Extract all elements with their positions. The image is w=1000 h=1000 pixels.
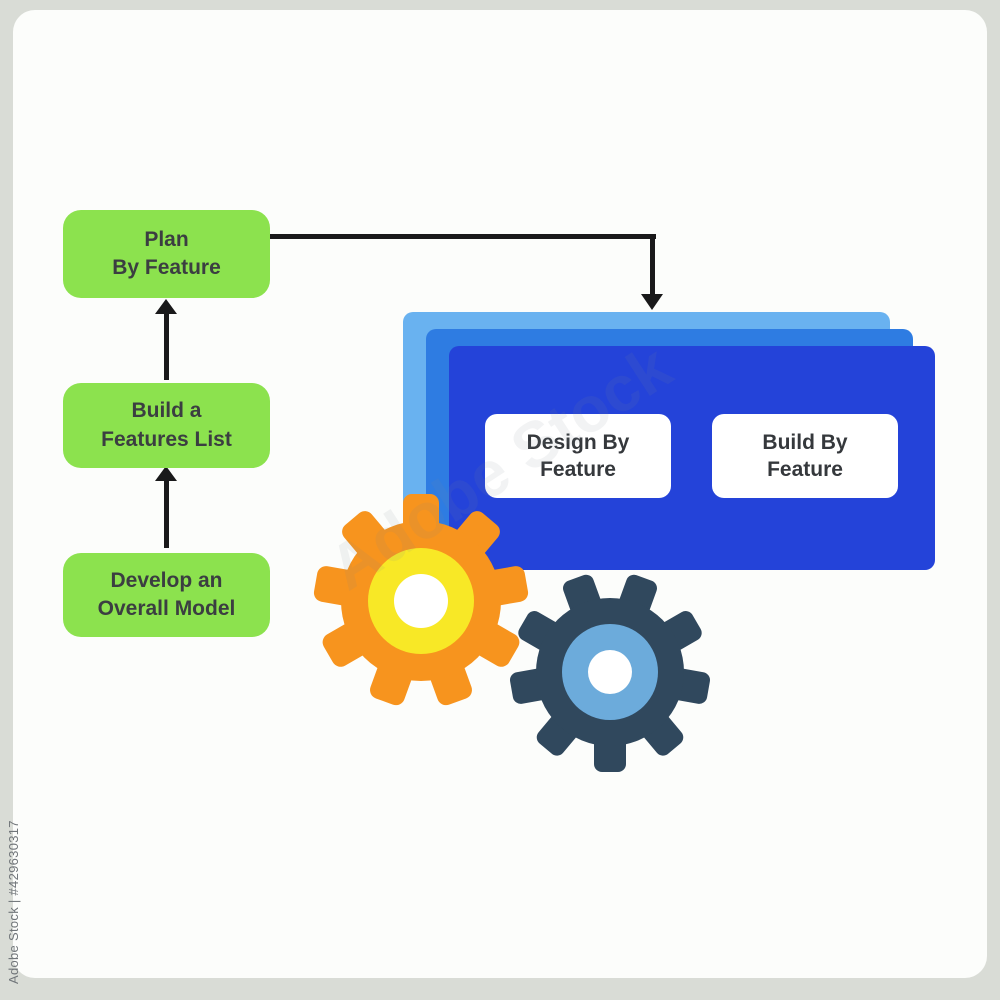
- orange-gear-icon: [313, 494, 529, 706]
- side-watermark-text: Adobe Stock | #429630317: [6, 820, 21, 984]
- feature-box-label: Design By Feature: [526, 430, 630, 481]
- navy-gear-center-hole: [588, 650, 632, 694]
- flow-box-label: Build a Features List: [101, 399, 232, 451]
- feature-box-design-by-feature: Design By Feature: [485, 414, 671, 498]
- card-stack-front: Design By Feature Build By Feature: [449, 346, 935, 570]
- arrow-develop-to-build-head: [155, 466, 177, 481]
- arrow-plan-to-cards-horizontal-line: [270, 234, 656, 239]
- orange-gear-body: [313, 494, 529, 706]
- flow-box-develop-overall-model: Develop an Overall Model: [63, 553, 270, 637]
- flow-box-label: Develop an Overall Model: [97, 568, 236, 620]
- flow-box-label: Plan By Feature: [112, 227, 221, 279]
- feature-box-build-by-feature: Build By Feature: [712, 414, 898, 498]
- flow-box-build-features-list: Build a Features List: [63, 383, 270, 468]
- arrow-build-to-plan-line: [164, 312, 169, 380]
- navy-gear-icon: [510, 574, 710, 772]
- flow-box-plan-by-feature: Plan By Feature: [63, 210, 270, 298]
- orange-gear-center-hole: [394, 574, 448, 628]
- arrow-build-to-plan-head: [155, 299, 177, 314]
- feature-box-label: Build By Feature: [762, 430, 848, 481]
- arrow-plan-to-cards-head: [641, 294, 663, 310]
- arrow-plan-to-cards-vertical-line: [650, 234, 655, 296]
- arrow-develop-to-build-line: [164, 479, 169, 548]
